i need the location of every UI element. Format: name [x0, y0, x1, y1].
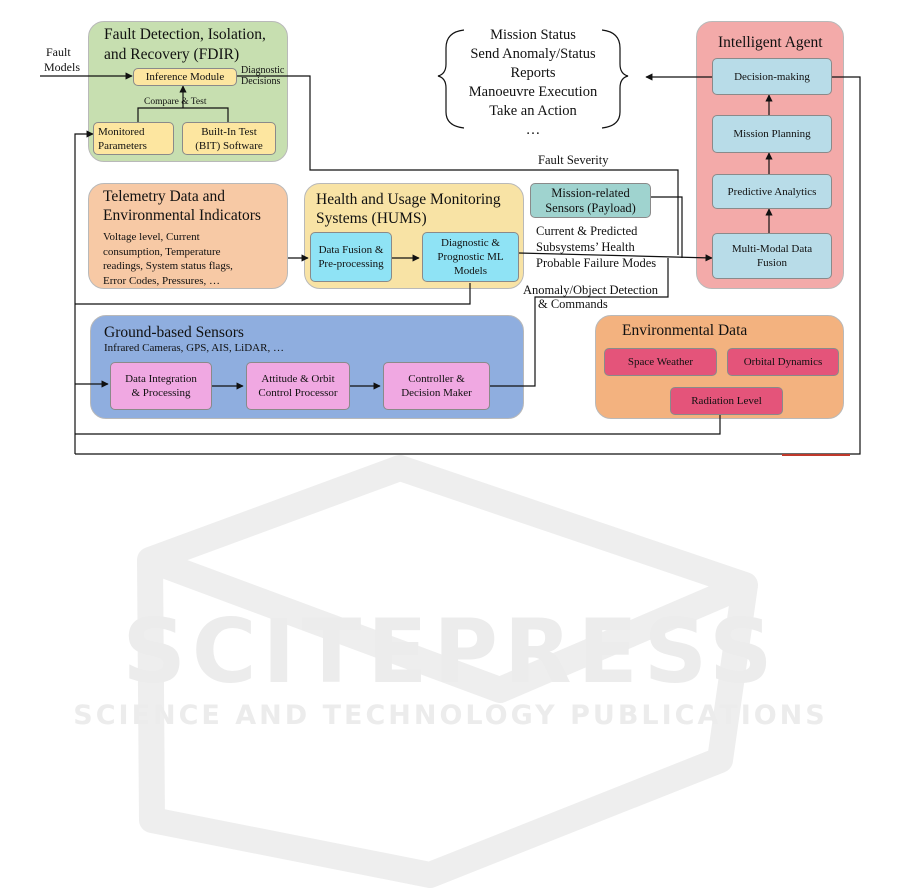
orbital-dynamics-box: Orbital Dynamics: [727, 348, 839, 376]
compare-test-label: Compare & Test: [144, 97, 207, 107]
diagnostic-decisions-line-2: Decisions: [241, 76, 281, 87]
attitude-orbit-line-2: Control Processor: [258, 387, 338, 399]
decision-making-box: Decision-making: [712, 58, 832, 95]
telemetry-title-line-1: Telemetry Data and: [103, 188, 225, 205]
hums-to-agent-arrow: [518, 252, 713, 262]
radiation-level-label: Radiation Level: [691, 395, 762, 407]
controller-box: Controller & Decision Maker: [383, 362, 490, 410]
anomaly-label-line-1: Anomaly/Object Detection: [523, 283, 659, 297]
space-weather-box: Space Weather: [604, 348, 717, 376]
health-label-line-3: Probable Failure Modes: [536, 256, 657, 270]
diagnostic-decisions-line: [237, 75, 679, 255]
data-integration-line-2: & Processing: [131, 387, 191, 399]
left-bus-to-fdir: [74, 130, 94, 454]
diagnostic-decisions-line-1: Diagnostic: [241, 65, 285, 76]
mission-status-line-3: Reports: [510, 65, 556, 81]
decision-making-label: Decision-making: [734, 70, 810, 83]
monitored-parameters-line-1: Monitored: [98, 125, 145, 138]
inference-module-label: Inference Module: [145, 71, 225, 83]
telemetry-description: Voltage level, Current consumption, Temp…: [103, 230, 233, 288]
predictive-analytics-label: Predictive Analytics: [727, 185, 817, 198]
mission-status-block: Mission Status Send Anomaly/Status Repor…: [455, 26, 611, 140]
fdir-title-line-2: and Recovery (FDIR): [104, 46, 240, 63]
fault-severity-label: Fault Severity: [538, 153, 609, 167]
data-integration-box: Data Integration & Processing: [110, 362, 212, 410]
data-integration-line-1: Data Integration: [125, 373, 197, 385]
environment-feedback-line: [75, 415, 721, 435]
fault-models-label-line-1: Fault: [46, 45, 71, 59]
controller-line-2: Decision Maker: [401, 387, 472, 399]
ground-description: Infrared Cameras, GPS, AIS, LiDAR, …: [104, 342, 284, 354]
mission-planning-label: Mission Planning: [733, 128, 811, 140]
telemetry-desc-line-1: Voltage level, Current: [103, 231, 200, 243]
payload-line: [651, 196, 683, 258]
bit-software-line-1: Built-In Test: [201, 125, 257, 138]
environment-title: Environmental Data: [622, 322, 748, 339]
payload-sensors-line-1: Mission-related: [551, 185, 630, 200]
health-label-line-2: Subsystems’ Health: [536, 240, 635, 254]
fault-models-label-line-2: Models: [44, 60, 80, 74]
diagnostic-ml-line-3: Models: [454, 265, 487, 277]
controller-line-1: Controller &: [408, 373, 465, 385]
health-label-line-1: Current & Predicted: [536, 224, 638, 238]
mission-status-line-6: …: [525, 122, 541, 138]
controller-to-agent-line: [490, 258, 669, 387]
orbital-dynamics-label: Orbital Dynamics: [743, 356, 823, 368]
diagnostic-ml-box: Diagnostic & Prognostic ML Models: [422, 232, 519, 282]
telemetry-desc-line-2: consumption, Temperature: [103, 245, 221, 258]
compare-test-bracket: [137, 107, 229, 122]
payload-sensors-line-2: Sensors (Payload): [545, 200, 636, 215]
data-fusion-line-2: Pre-processing: [318, 258, 384, 270]
monitored-parameters-line-2: Parameters: [98, 139, 147, 152]
diagnostic-ml-line-1: Diagnostic &: [441, 237, 500, 249]
mission-status-left-brace: [437, 29, 465, 129]
mission-status-right-brace: [601, 29, 629, 129]
diagnostic-decisions-label: Diagnostic Decisions: [241, 65, 284, 87]
anomaly-label-line-2: & Commands: [538, 297, 608, 311]
multimodal-fusion-line-1: Multi-Modal Data: [731, 243, 813, 255]
mission-status-line-4: Manoeuvre Execution: [468, 84, 598, 100]
data-fusion-line-1: Data Fusion &: [318, 244, 384, 256]
mission-status-line-2: Send Anomaly/Status: [470, 46, 596, 62]
hums-title-line-2: Systems (HUMS): [316, 210, 427, 227]
hums-title-line-1: Health and Usage Monitoring: [316, 191, 501, 208]
telemetry-title-line-2: Environmental Indicators: [103, 207, 261, 224]
radiation-level-box: Radiation Level: [670, 387, 783, 415]
mission-planning-box: Mission Planning: [712, 115, 832, 153]
predictive-analytics-box: Predictive Analytics: [712, 174, 832, 209]
agent-title: Intelligent Agent: [718, 34, 823, 51]
telemetry-desc-line-3: readings, System status flags,: [103, 260, 233, 272]
bit-software-line-2: (BIT) Software: [195, 139, 263, 152]
diagnostic-ml-line-2: Prognostic ML: [437, 251, 504, 263]
data-fusion-box: Data Fusion & Pre-processing: [310, 232, 392, 282]
inference-module-box: Inference Module: [133, 68, 237, 86]
multimodal-fusion-line-2: Fusion: [757, 257, 787, 269]
space-weather-label: Space Weather: [627, 356, 694, 368]
mission-status-line-1: Mission Status: [490, 27, 576, 43]
telemetry-panel: [88, 183, 288, 289]
ground-title: Ground-based Sensors: [104, 324, 244, 341]
attitude-orbit-line-1: Attitude & Orbit: [261, 373, 335, 385]
fdir-title-line-1: Fault Detection, Isolation,: [104, 26, 266, 43]
bottom-bus-line: [75, 76, 861, 455]
telemetry-desc-line-4: Error Codes, Pressures, …: [103, 274, 221, 287]
bit-software-box: Built-In Test(BIT) Software: [182, 122, 276, 155]
mission-status-line-5: Take an Action: [489, 103, 577, 119]
hums-feedback-line: [75, 283, 471, 305]
